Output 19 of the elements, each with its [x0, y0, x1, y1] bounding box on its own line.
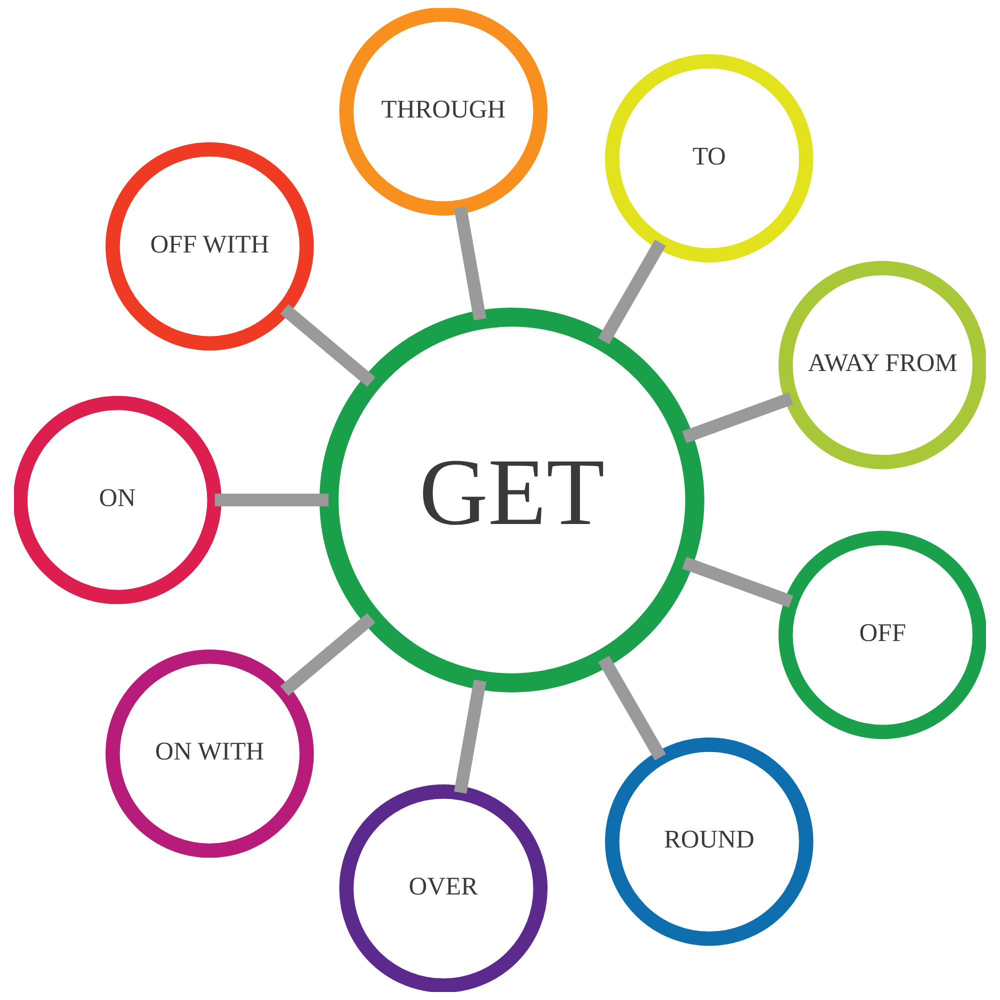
node-circle: ON	[14, 396, 222, 604]
connector	[682, 392, 794, 444]
connector	[598, 656, 666, 760]
connector	[280, 613, 376, 696]
connector	[682, 556, 794, 608]
node-circle: AWAY FROM	[778, 260, 986, 470]
node-circle: GET	[319, 308, 704, 692]
node-circle: OVER	[339, 784, 548, 992]
connector	[214, 494, 328, 506]
node-circle: ROUND	[605, 738, 814, 946]
connector	[280, 304, 376, 387]
node-circle: THROUGH	[339, 8, 548, 216]
connector	[598, 240, 666, 344]
node-circle: OFF	[778, 530, 986, 740]
node-circle: TO	[605, 54, 814, 262]
node-circle: ON WITH	[106, 649, 314, 858]
connector	[454, 680, 486, 794]
node-circle: OFF WITH	[106, 142, 314, 351]
connector	[454, 206, 486, 320]
